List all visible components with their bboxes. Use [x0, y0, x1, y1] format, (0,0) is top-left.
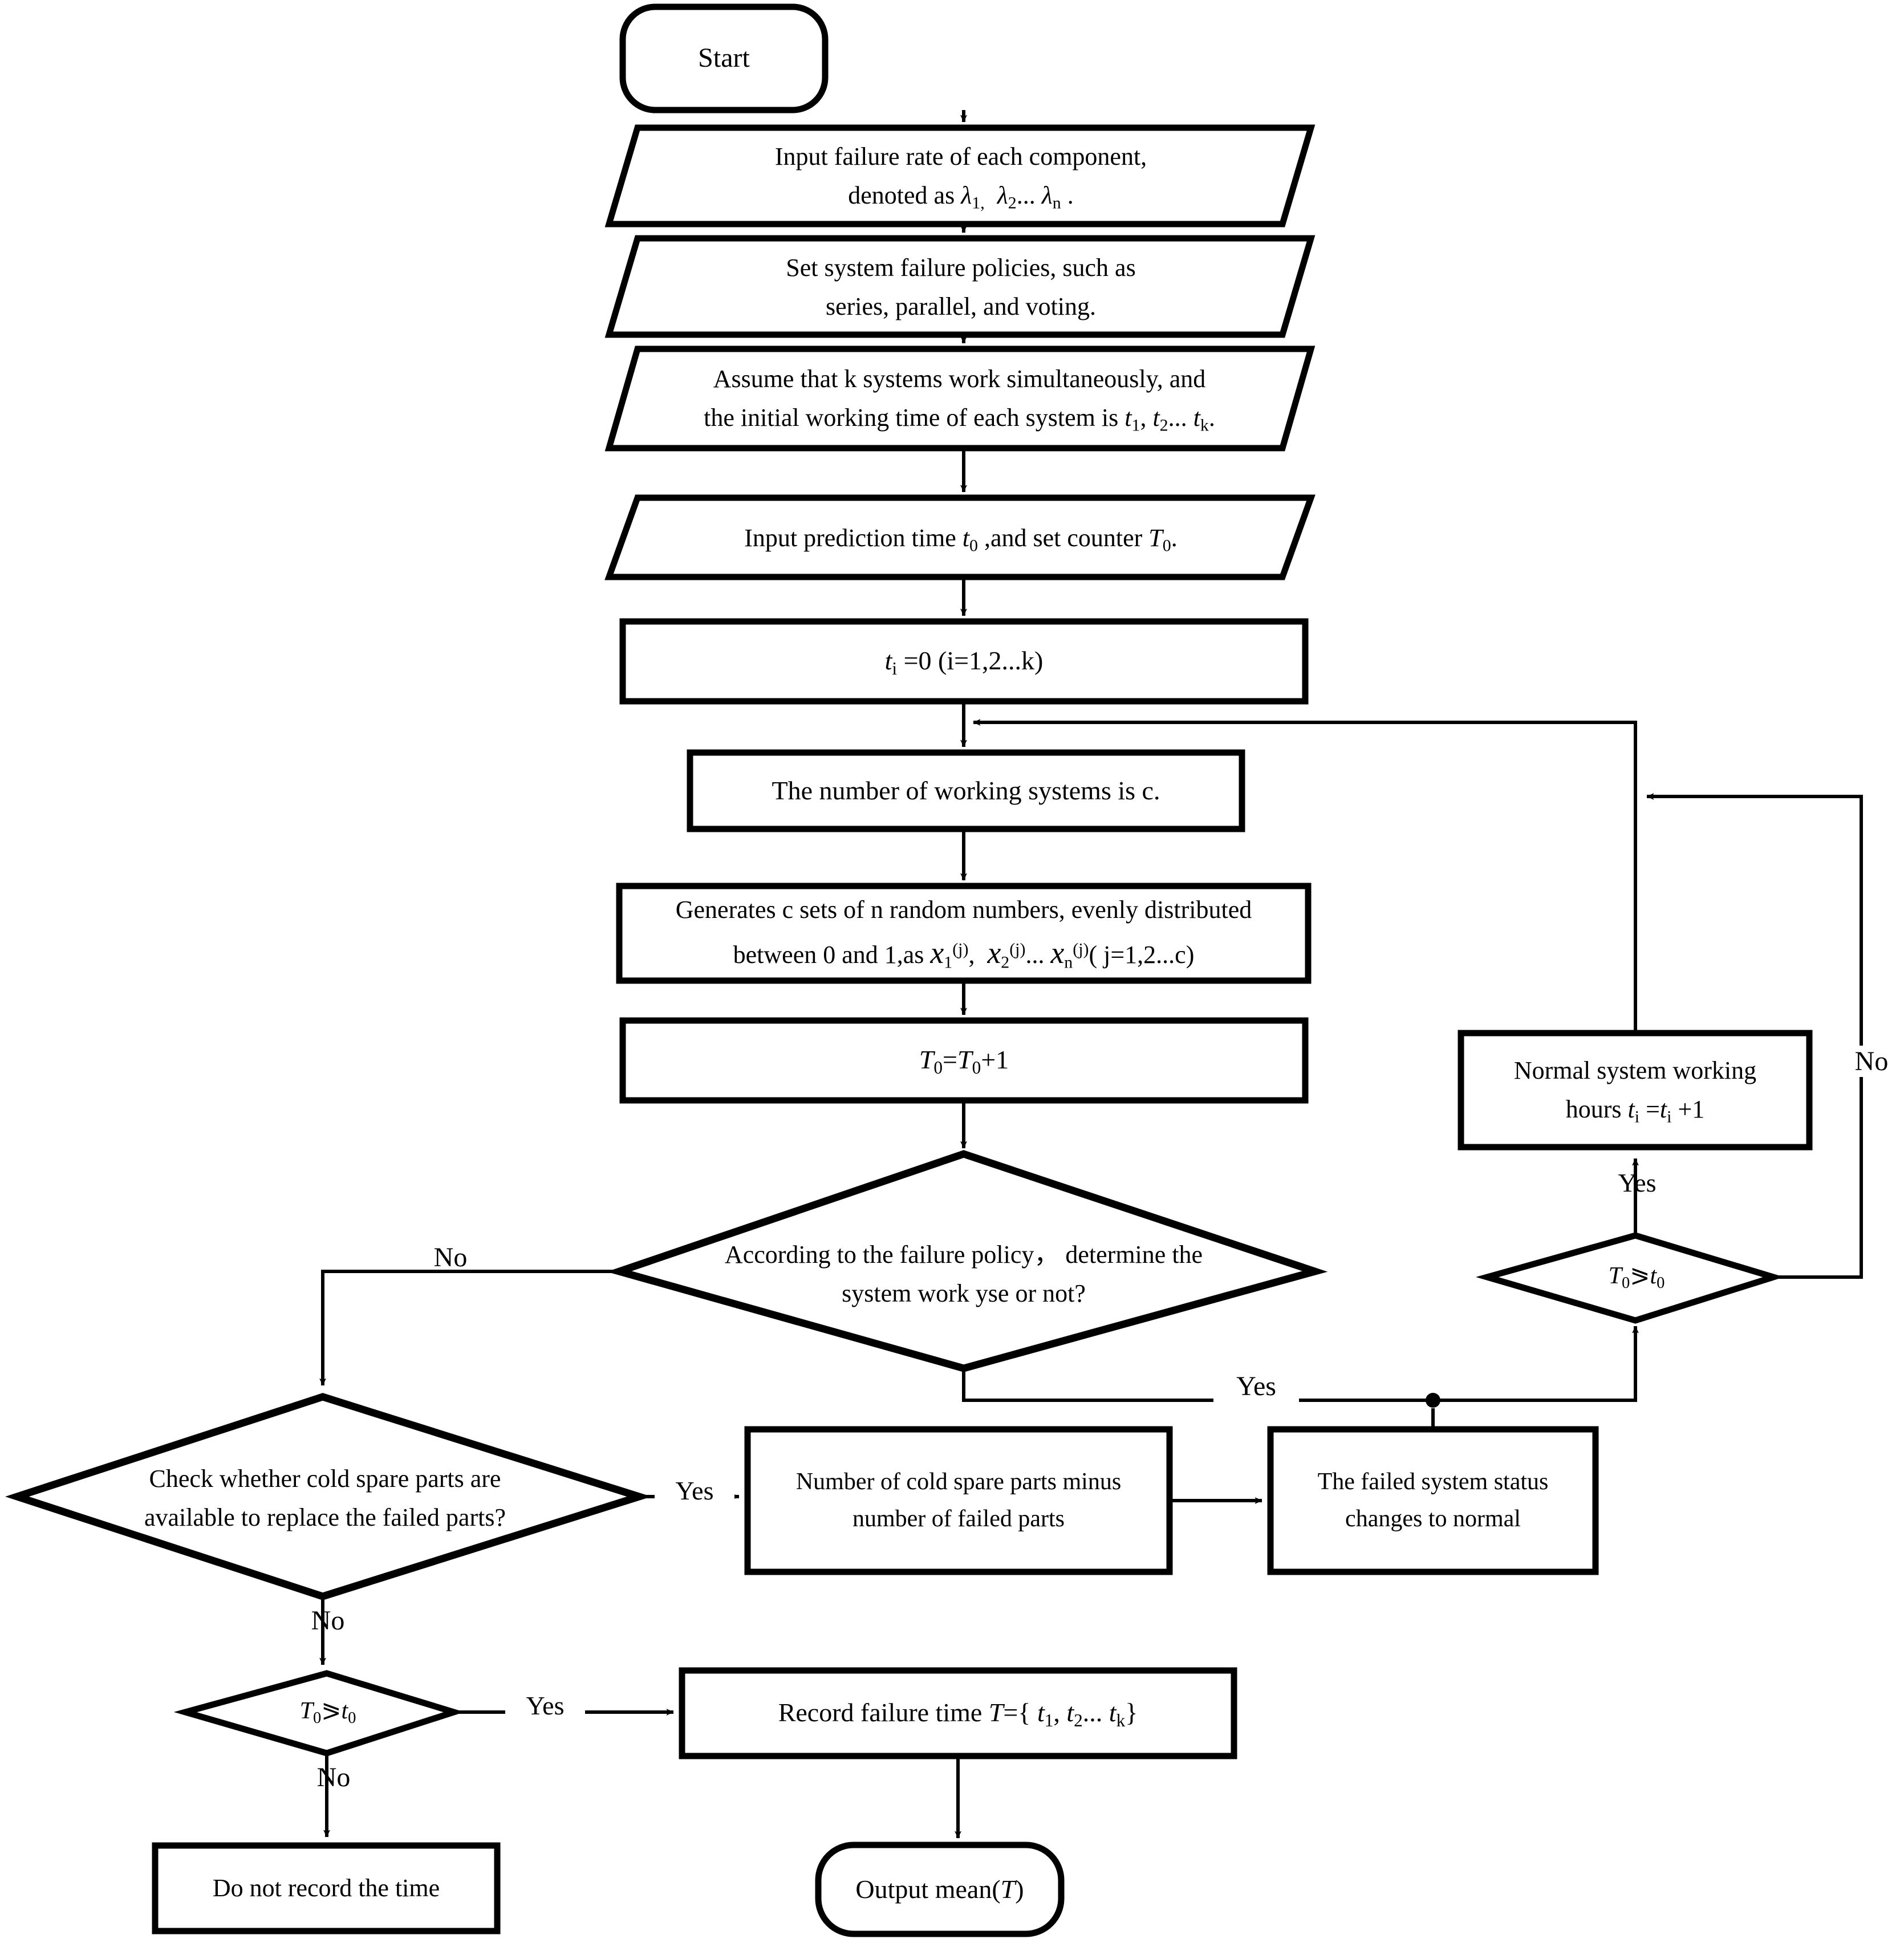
edge-label-policy-no: No	[433, 1242, 468, 1273]
node-failure-policy-decision	[607, 1150, 1328, 1372]
node-working-count	[687, 749, 1245, 832]
node-init-ti	[619, 618, 1309, 705]
node-start	[619, 3, 829, 113]
node-increment-counter	[619, 1017, 1309, 1104]
node-status-to-normal	[1267, 1426, 1599, 1575]
edge-junction-to-counter-right	[1433, 1326, 1639, 1402]
edge-label-cold-spare-no: No	[311, 1605, 345, 1636]
edge-label-policy-yes: Yes	[1213, 1371, 1299, 1402]
node-record-failure-time	[679, 1667, 1237, 1759]
node-normal-working-hours	[1458, 1030, 1813, 1151]
edge-label-counter-bottom-no: No	[316, 1762, 351, 1793]
node-counter-check-right	[1476, 1232, 1784, 1324]
edge-counterright-no-loop	[1646, 793, 1863, 1279]
node-counter-check-bottom	[173, 1670, 465, 1757]
node-set-policies	[604, 235, 1316, 338]
edge-decision-no-to-coldspare	[319, 1270, 619, 1386]
edge-normal-loopback	[973, 719, 1637, 1033]
node-input-failure-rate	[604, 124, 1316, 227]
node-do-not-record	[152, 1842, 501, 1934]
edge-label-cold-spare-yes: Yes	[655, 1476, 734, 1506]
edge-label-counter-bottom-yes: Yes	[505, 1690, 585, 1721]
edge-label-counter-right-no: No	[1843, 1046, 1900, 1077]
node-subtract-spares	[744, 1426, 1173, 1575]
node-input-prediction-time	[604, 494, 1316, 580]
edge-decision-yes-run	[962, 1368, 1433, 1402]
node-cold-spare-check	[5, 1393, 652, 1600]
node-generate-randoms	[616, 883, 1312, 984]
node-assume-k-systems	[604, 346, 1316, 452]
edge-label-counter-right-yes: Yes	[1618, 1168, 1657, 1197]
node-output-mean	[815, 1842, 1065, 1937]
